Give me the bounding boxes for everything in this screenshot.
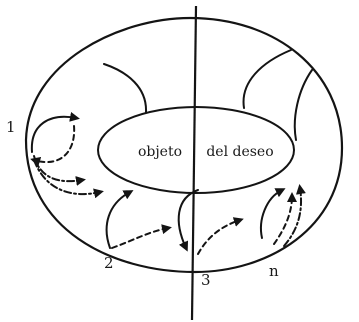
marker-1: 1 <box>6 118 16 136</box>
marker-2: 2 <box>104 254 114 272</box>
path-1-to-2-a <box>33 155 86 186</box>
path-1-to-2-b <box>33 159 104 199</box>
loop-2-solid <box>105 190 134 249</box>
hole-label-right: del deseo <box>206 144 273 160</box>
loop-1-solid <box>30 111 80 153</box>
loop-n-dashdot <box>283 184 306 247</box>
loop-3-solid <box>177 189 199 252</box>
meridian-arc-upper-left <box>103 63 148 113</box>
torus-outer-contour <box>24 16 344 274</box>
loop-2-dashed <box>111 224 172 249</box>
marker-n: n <box>269 262 279 280</box>
loop-n-dashed <box>273 192 297 245</box>
marker-3: 3 <box>201 271 211 289</box>
central-axis-line <box>190 5 198 321</box>
meridian-arc-right <box>293 69 313 141</box>
loop-3-dashed <box>197 217 244 255</box>
torus-inner-hole <box>97 106 295 194</box>
hole-label-left: objeto <box>138 144 182 160</box>
meridian-arc-upper-right <box>242 49 292 109</box>
loop-n-solid <box>260 188 286 239</box>
loop-1-dashed <box>30 125 76 167</box>
